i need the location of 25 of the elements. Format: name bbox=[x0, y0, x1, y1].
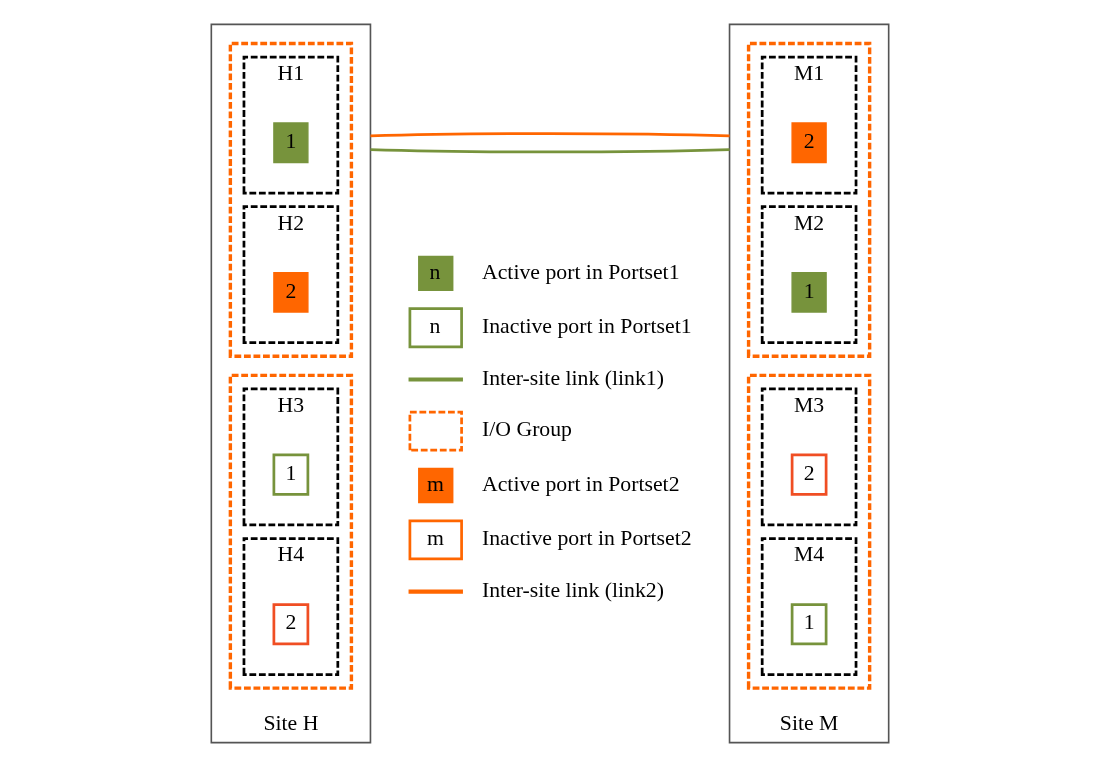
cluster bbox=[746, 41, 872, 358]
legend-label: Inactive port in Portset2 bbox=[481, 526, 692, 551]
legend-label: Inactive port in Portset1 bbox=[481, 313, 692, 338]
legend-label: Active port in Portset1 bbox=[481, 259, 680, 284]
node-box: 2 bbox=[273, 271, 309, 313]
legend-label: I/O Group bbox=[481, 417, 573, 442]
label: n bbox=[429, 259, 441, 284]
node-box: 1 bbox=[790, 603, 828, 646]
node-box: 2 bbox=[791, 122, 827, 164]
node-box: 2 bbox=[272, 603, 310, 646]
label: m bbox=[426, 471, 444, 496]
cluster bbox=[746, 373, 872, 690]
node-box: 1 bbox=[273, 122, 309, 164]
node-box: 2 bbox=[790, 453, 828, 496]
legend-label: Active port in Portset2 bbox=[481, 471, 680, 496]
cluster bbox=[228, 373, 354, 690]
node-box: 1 bbox=[272, 453, 310, 496]
node-box: 1 bbox=[791, 271, 827, 313]
legend-label: Inter-site link (link1) bbox=[481, 365, 664, 390]
connector bbox=[370, 148, 730, 154]
label: m bbox=[426, 526, 444, 551]
connector bbox=[370, 132, 730, 138]
legend-label: Inter-site link (link2) bbox=[481, 577, 664, 602]
cluster bbox=[228, 41, 354, 358]
label: n bbox=[429, 313, 441, 338]
